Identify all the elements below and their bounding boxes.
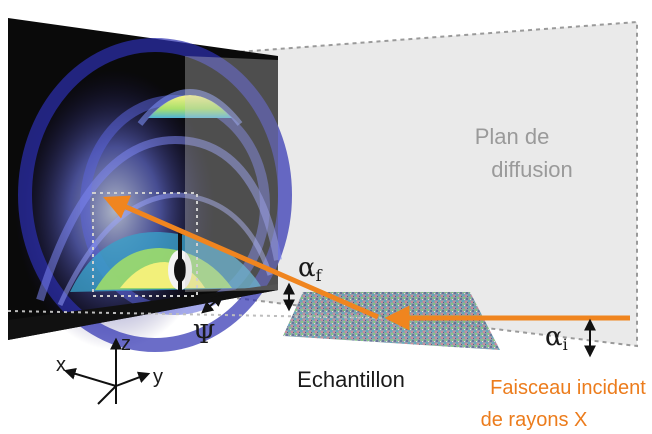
beam-label-line1: Faisceau incident [490, 377, 646, 399]
axis-z-label: z [121, 333, 131, 355]
beam-label-line2: de rayons X [481, 409, 588, 431]
sample [283, 292, 500, 350]
guide-lines [7, 192, 386, 319]
alpha-i-symbol: α [545, 322, 563, 352]
alpha-i-label: αi [545, 322, 568, 354]
axis-x-label: x [56, 354, 66, 376]
plane-label-line1: Plan de [475, 124, 550, 149]
alpha-f-subscript: f [316, 266, 323, 285]
scattered-beam [103, 195, 380, 320]
plane-label-line2: diffusion [491, 157, 573, 182]
psi-angle-marker [201, 294, 224, 314]
plane-overlay-on-detector [185, 56, 278, 292]
alpha-f-label: αf [298, 253, 323, 285]
psi-label: Ψ [193, 320, 216, 350]
axis-y-label: y [153, 366, 163, 388]
coordinate-axes [63, 337, 151, 405]
sample-label: Echantillon [297, 367, 405, 392]
scattering-plane [184, 20, 638, 348]
alpha-f-symbol: α [298, 253, 316, 283]
alpha-i-subscript: i [563, 335, 568, 354]
